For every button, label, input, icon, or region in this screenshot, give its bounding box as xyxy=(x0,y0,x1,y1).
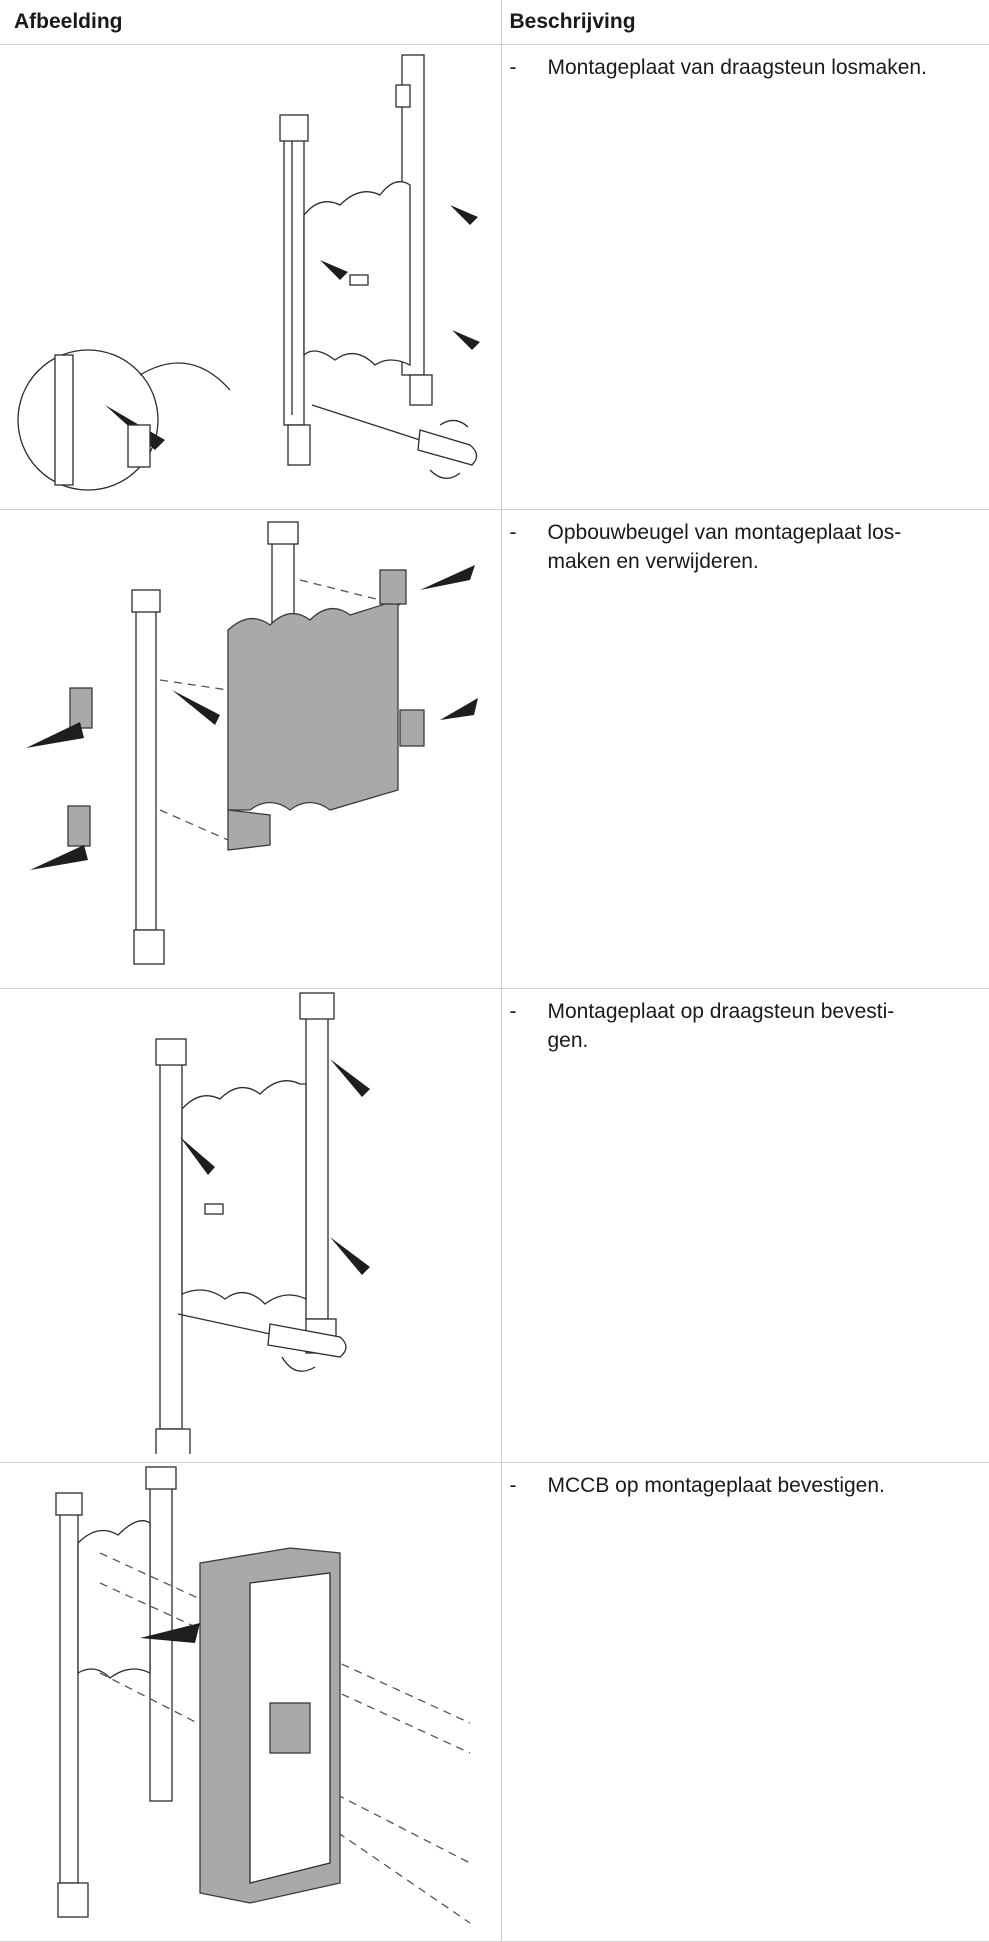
illustration-remove-bracket xyxy=(26,521,478,965)
arrow-icon xyxy=(26,722,84,748)
arrow-icon xyxy=(172,690,220,725)
bullet-dash: - xyxy=(509,521,517,544)
arrow-icon xyxy=(420,565,475,590)
column-header-image: Afbeelding xyxy=(0,0,501,45)
step-text: Opbouwbeugel van montageplaat los- maken… xyxy=(547,521,902,573)
arrow-icon xyxy=(140,1623,200,1643)
table-header-row: Afbeelding Beschrijving xyxy=(0,0,989,45)
figure-cell xyxy=(0,509,501,989)
bullet-dash: - xyxy=(509,1000,517,1023)
figure-cell xyxy=(0,988,501,1463)
description-cell: - Montageplaat op draagsteun bevesti- ge… xyxy=(500,988,989,1463)
description-cell: - Opbouwbeugel van montageplaat los- mak… xyxy=(500,509,989,989)
step-text: MCCB op montageplaat bevestigen. xyxy=(547,1474,885,1497)
arrow-icon xyxy=(180,1137,215,1175)
description-cell: - Montageplaat van draagsteun losmaken. xyxy=(500,44,989,510)
table-row: - MCCB op montageplaat bevestigen. xyxy=(0,1462,989,1942)
figure-cell xyxy=(0,1462,501,1942)
arrow-icon xyxy=(450,205,478,225)
list-item: - Montageplaat van draagsteun losmaken. xyxy=(510,53,984,82)
arrow-icon xyxy=(320,260,348,280)
arrow-icon xyxy=(452,330,480,350)
description-cell: - MCCB op montageplaat bevestigen. xyxy=(500,1462,989,1942)
bullet-dash: - xyxy=(509,1474,517,1497)
illustration-attach-mccb xyxy=(55,1466,471,1924)
list-item: - Opbouwbeugel van montageplaat los- mak… xyxy=(510,518,984,576)
arrow-icon xyxy=(30,845,88,870)
list-item: - Montageplaat op draagsteun bevesti- ge… xyxy=(510,997,984,1055)
arrow-icon xyxy=(440,698,478,720)
arrow-icon xyxy=(330,1237,370,1275)
illustration-unscrew-mounting-plate xyxy=(17,54,480,491)
table-row: - Montageplaat op draagsteun bevesti- ge… xyxy=(0,988,989,1463)
bullet-dash: - xyxy=(509,56,517,79)
figure-cell xyxy=(0,44,501,510)
table-row: - Opbouwbeugel van montageplaat los- mak… xyxy=(0,509,989,989)
column-header-description: Beschrijving xyxy=(500,0,989,45)
illustration-attach-mounting-plate xyxy=(155,992,370,1454)
arrow-icon xyxy=(330,1059,370,1097)
step-text: Montageplaat op draagsteun bevesti- gen. xyxy=(547,1000,895,1052)
table-row: - Montageplaat van draagsteun losmaken. xyxy=(0,44,989,510)
list-item: - MCCB op montageplaat bevestigen. xyxy=(510,1471,984,1500)
step-text: Montageplaat van draagsteun losmaken. xyxy=(547,56,927,79)
